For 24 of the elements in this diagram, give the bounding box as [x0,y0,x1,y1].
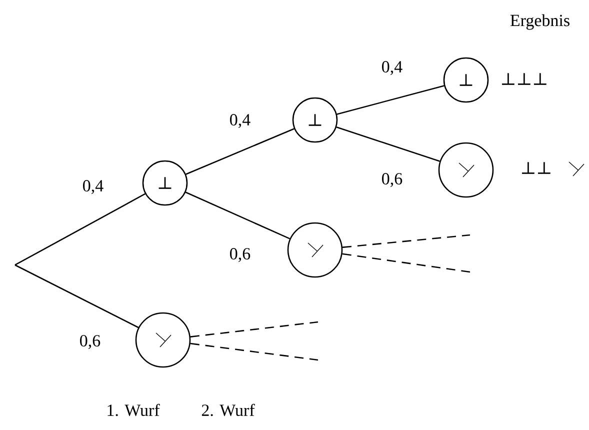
branch-line [190,321,318,338]
branch-line [190,342,318,361]
branch-line [336,126,440,162]
result-text: ⊥⊥ [522,162,550,174]
probability-label: 0,4 [380,60,404,76]
outcome-circle [135,312,191,368]
branch-line [14,193,146,266]
branch-line [336,85,444,115]
column-label: Ergebnis [510,14,570,30]
result-text: ⊥⊥⊥ [502,73,546,85]
branch-line [185,192,290,240]
outcome-circle [438,142,494,198]
column-label: 2. Wurf [202,404,255,416]
branch-line [342,234,470,248]
outcome-circle [287,222,343,278]
column-label: 1. Wurf [108,404,160,416]
branch-line [342,253,470,273]
probability-label: 0,4 [81,179,105,195]
probability-label: 0,4 [228,113,252,129]
probability-label: 0,6 [228,247,252,263]
probability-label: 0,6 [78,334,102,350]
probability-label: 0,6 [380,172,404,188]
branch-line [186,128,294,175]
branch-line [14,264,139,328]
